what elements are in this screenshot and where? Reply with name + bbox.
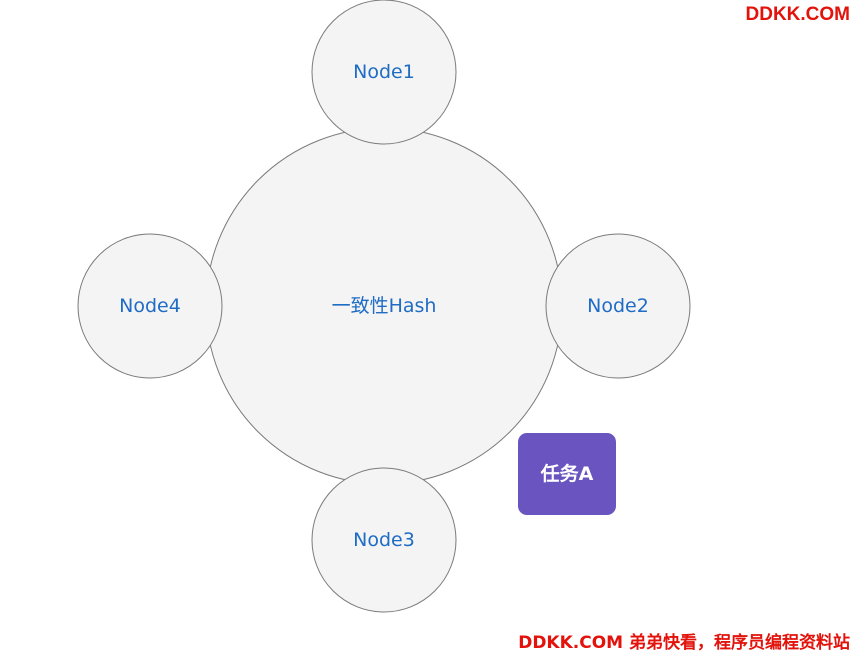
task-a-label: 任务A	[540, 462, 594, 485]
node-2-circle	[545, 233, 691, 379]
node-1-circle	[311, 0, 457, 145]
task-a-box	[518, 433, 616, 515]
node-4: Node4	[77, 233, 223, 379]
node-4-label: Node4	[119, 295, 181, 317]
node-2: Node2	[545, 233, 691, 379]
hash-ring-label: 一致性Hash	[332, 295, 437, 317]
task-a: 任务A	[518, 433, 616, 515]
node-1-label: Node1	[353, 61, 415, 83]
node-3-label: Node3	[353, 529, 415, 551]
node-3-circle	[311, 467, 457, 613]
hash-ring: 一致性Hash	[205, 127, 563, 485]
watermark-top: DDKK.COM	[745, 4, 851, 25]
node-4-circle	[77, 233, 223, 379]
node-1: Node1	[311, 0, 457, 145]
node-3: Node3	[311, 467, 457, 613]
watermark-bottom: DDKK.COM 弟弟快看，程序员编程资料站	[518, 633, 850, 653]
node-2-label: Node2	[587, 295, 649, 317]
